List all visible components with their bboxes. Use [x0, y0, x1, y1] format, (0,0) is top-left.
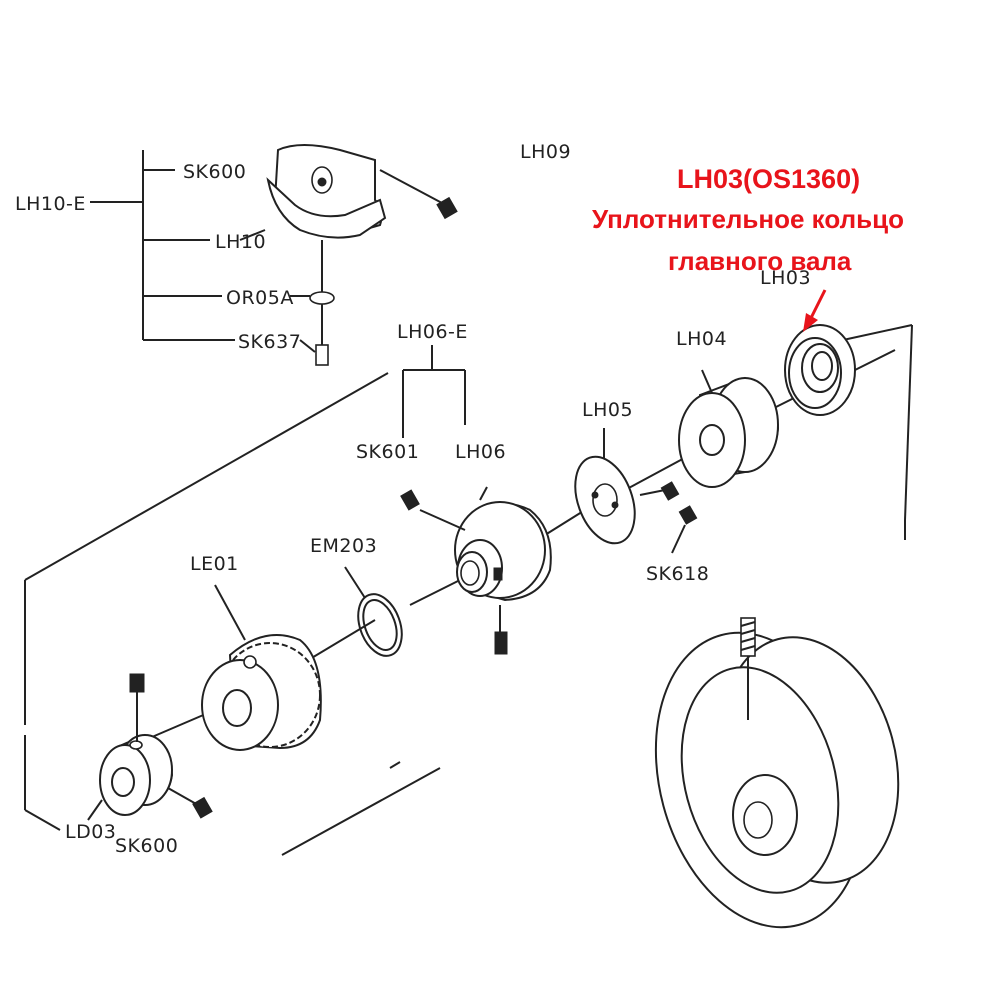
leader-lines [603, 369, 713, 458]
lh10e-tree [90, 150, 310, 341]
label-lh06-e: LH06-E [397, 321, 468, 343]
label-lh09: LH09 [520, 141, 571, 163]
em203-ring [344, 566, 403, 657]
callout-code: LH03(OS1360) [677, 164, 860, 194]
label-sk601: SK601 [356, 441, 419, 463]
callout-line1: Уплотнительное кольцо [592, 204, 904, 234]
label-ld03: LD03 [65, 821, 116, 843]
label-lh10: LH10 [215, 231, 266, 253]
label-lh05: LH05 [582, 399, 633, 421]
label-lh06: LH06 [455, 441, 506, 463]
lh10-part [239, 144, 458, 366]
callout-line2: главного вала [668, 246, 852, 276]
label-le01: LE01 [190, 553, 239, 575]
le01-gear [201, 584, 322, 751]
label-sk637: SK637 [238, 331, 301, 353]
label-lh10-e: LH10-E [15, 193, 86, 215]
label-lh03: LH03 [760, 267, 811, 289]
callout-arrow [803, 289, 827, 332]
label-lh04: LH04 [676, 328, 727, 350]
lh04-bushing [678, 376, 780, 488]
lh05-plate [574, 455, 698, 554]
pulley [654, 617, 900, 929]
lh06e-tree [402, 345, 466, 438]
lh06-cam [400, 486, 552, 655]
label-or05a: OR05A [226, 287, 294, 309]
ld03-collar [87, 673, 213, 821]
label-em203: EM203 [310, 535, 377, 557]
label-sk600-bottom: SK600 [115, 835, 178, 857]
diagram-frame [24, 324, 913, 856]
label-sk600-top: SK600 [183, 161, 246, 183]
lh03-oil-seal [784, 324, 856, 416]
label-sk618: SK618 [646, 563, 709, 585]
